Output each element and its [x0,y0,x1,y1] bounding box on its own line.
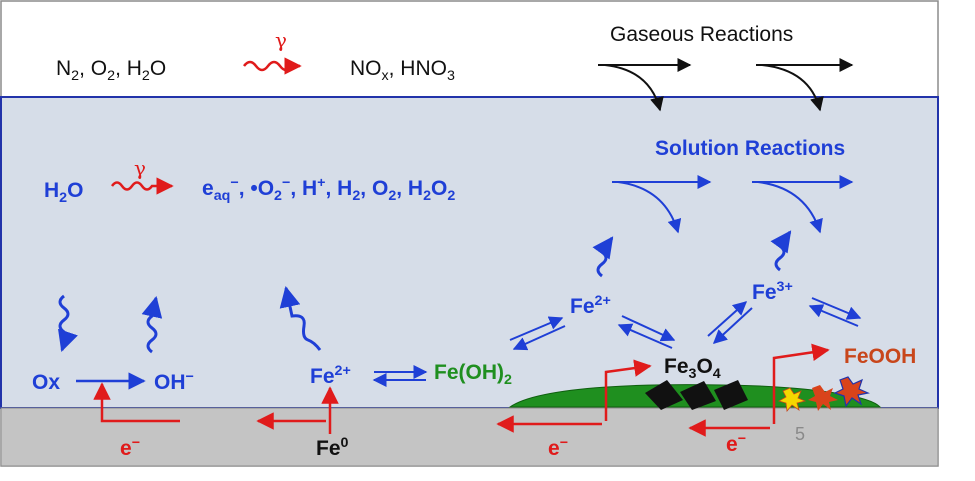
solution-reaction-branch-arrow [617,181,682,234]
water-label: H2O [44,179,84,207]
feooh-label: FeOOH [844,345,917,368]
oxidant-label: Ox [32,371,61,394]
radiolysis-products: eaq−, •O2−, H+, H2, O2, H2O2 [202,175,456,205]
gamma-wave-arrow-solution [110,177,174,195]
hydroxide-label: OH− [154,369,194,394]
electron-label: e− [548,435,569,460]
iron-metal-label: Fe0 [316,435,349,460]
feooh-deposit [808,385,838,411]
equilibrium-fe2-feoh2 [372,365,428,387]
gamma-wave-arrow-gas [243,57,302,75]
gamma-symbol-gas: γ [275,28,287,52]
diffusion-wave-arrow [592,236,614,278]
equilibrium-feoh2-fe2 [509,316,566,351]
ferrous-ion-mid: Fe2+ [570,293,611,318]
electron-label: e− [120,435,141,460]
gas-reactants: N2, O2, H2O [56,57,167,85]
feooh-deposit [833,376,870,408]
diffusion-wave-arrow [58,294,78,352]
ferrous-ion-left: Fe2+ [310,363,351,388]
magnetite-label: Fe3O4 [664,355,721,383]
diffusion-wave-arrow [279,285,322,351]
page-number: 5 [795,424,806,444]
solution-reactions-label: Solution Reactions [655,137,846,160]
feooh-deposit [777,387,807,412]
electron-path-magnetite [604,359,652,421]
magnetite-crystal [680,381,716,410]
metal-substrate [0,407,939,467]
equilibrium-fe2-fe3o4 [617,315,676,349]
electron-path-feooh [772,343,830,424]
equilibrium-fe3-feooh [808,297,862,327]
magnetite-crystal [645,380,683,410]
gaseous-reactions-label: Gaseous Reactions [610,23,794,46]
gas-reaction-branch-arrow [604,64,664,112]
gas-products: NOx, HNO3 [350,57,455,85]
solution-reaction-branch-arrow [757,181,823,234]
gas-reaction-branch-arrow [761,64,824,112]
diffusion-wave-arrow [141,295,163,354]
electron-label: e− [726,431,747,456]
equilibrium-fe3o4-fe3 [707,301,753,344]
magnetite-crystal [714,380,748,410]
ferric-ion-label: Fe3+ [752,279,793,304]
gamma-symbol-solution: γ [134,156,146,180]
ferrous-hydroxide-label: Fe(OH)2 [434,361,512,389]
diffusion-wave-arrow [770,230,792,272]
electron-path-left [93,382,180,423]
